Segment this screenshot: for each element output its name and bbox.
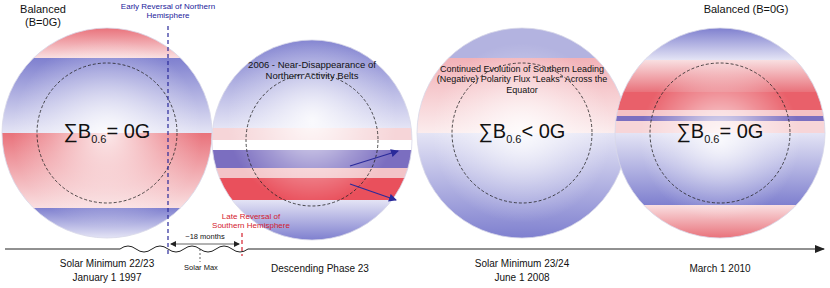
formula-text: ∑B [479,120,507,142]
timeline-label: ~18 months [175,233,235,242]
formula-text: = 0G [106,120,150,142]
timeline-label: January 1 1997 [42,272,172,284]
timeline-label: Descending Phase 23 [255,263,385,275]
flux-sum-formula: ∑B0.6< 0G [417,121,627,145]
timeline-label: Solar Max [176,264,226,273]
annotation-text: 2006 - Near-Disappearance of Northern Ac… [242,60,382,82]
hemisphere-disc: ∑B0.6= 0G [2,28,212,238]
formula-text: ∑B [677,120,705,142]
timeline-label: Balanced (B=0G) [701,3,791,16]
timeline-label: March 1 2010 [655,263,785,275]
flux-sum-formula: ∑B0.6= 0G [615,121,825,145]
formula-text: ∑B [64,120,92,142]
annotation-text: Continued Evolution of Southern Leading … [432,64,612,95]
timeline-label: Solar Minimum 23/24 [457,258,587,270]
timeline-label: June 1 2008 [457,272,587,284]
timeline-label: Late Reversal of Southern Hemisphere [208,212,294,230]
formula-subscript: 0.6 [506,133,521,145]
hemisphere-disc: 2006 - Near-Disappearance of Northern Ac… [212,40,412,240]
formula-text: < 0G [521,120,565,142]
formula-subscript: 0.6 [91,133,106,145]
formula-text: = 0G [719,120,763,142]
formula-subscript: 0.6 [704,133,719,145]
hemisphere-disc: Continued Evolution of Southern Leading … [417,28,627,238]
timeline-label: Balanced (B=0G) [3,3,83,28]
timeline-label: Early Reversal of Northern Hemisphere [113,2,223,20]
timeline-label: Solar Minimum 22/23 [42,258,172,270]
flux-sum-formula: ∑B0.6= 0G [2,121,212,145]
hemisphere-disc: ∑B0.6= 0G [615,28,825,238]
